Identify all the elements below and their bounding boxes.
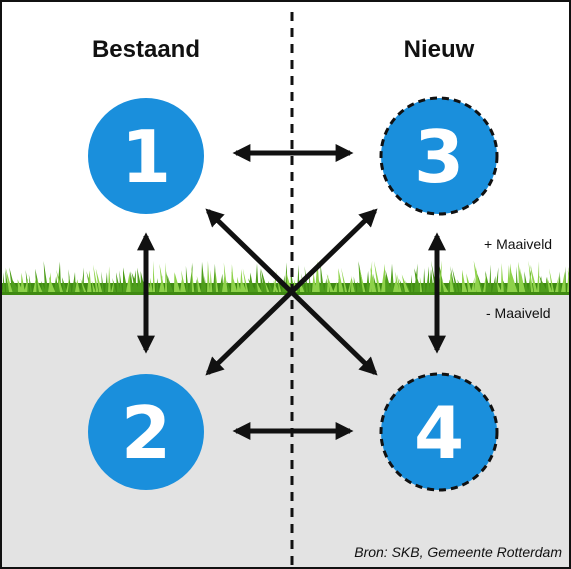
heading-existing: Bestaand	[92, 36, 200, 63]
node-1-label: 1	[121, 115, 171, 199]
source-credit: Bron: SKB, Gemeente Rotterdam	[354, 544, 562, 560]
heading-new: Nieuw	[404, 36, 475, 63]
node-3-label: 3	[414, 115, 464, 199]
node-1: 1	[88, 98, 204, 214]
level-below-label: - Maaiveld	[486, 305, 551, 321]
node-2: 2	[88, 374, 204, 490]
node-3: 3	[379, 96, 499, 216]
arrow-2-3	[205, 208, 378, 376]
level-above-label: + Maaiveld	[484, 236, 552, 252]
node-2-label: 2	[121, 391, 171, 475]
node-4-label: 4	[414, 391, 464, 475]
node-4: 4	[379, 372, 499, 492]
